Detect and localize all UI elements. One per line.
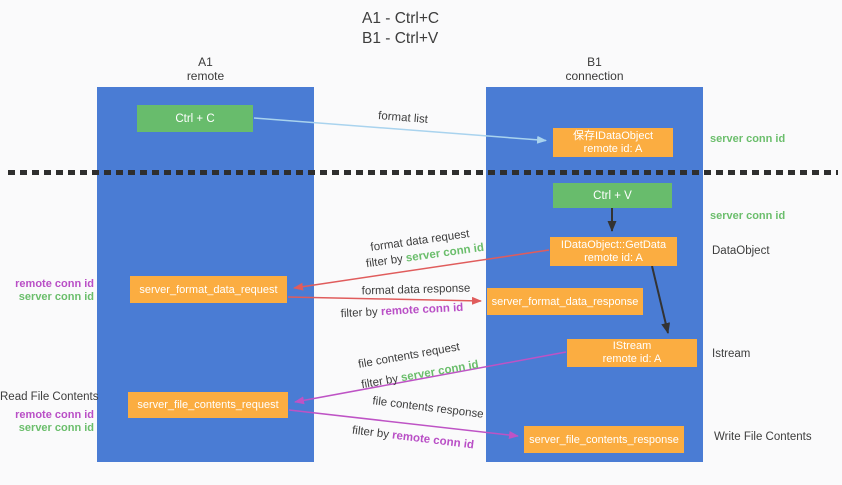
lane-b1-name: B1 [587,55,602,69]
filter-by-text-4: filter by [351,424,393,442]
annotation-server-conn-id-left-2: server conn id [18,422,94,434]
node-server-format-data-request-label: server_format_data_request [139,283,278,296]
annotation-remote-conn-id-left-1: remote conn id [15,278,94,290]
title-line-2: B1 - Ctrl+V [362,30,439,47]
lane-a1-name: A1 [198,55,213,69]
annotation-dataobject: DataObject [712,245,770,257]
node-server-file-contents-response-label: server_file_contents_response [529,433,679,446]
remote-conn-id-key-2: remote conn id [391,429,475,452]
node-save-idataobject-line2: remote id: A [583,142,643,155]
node-istream-line1: IStream [612,340,652,352]
annotation-remote-conn-id-left-2: remote conn id [15,409,94,421]
title-line-1: A1 - Ctrl+C [362,10,440,27]
node-istream: IStream remote id: A [567,339,697,367]
server-conn-id-key-2: server conn id [400,358,480,385]
node-server-file-contents-response: server_file_contents_response [524,426,684,453]
annotation-server-conn-id-left-1: server conn id [18,291,94,303]
node-server-format-data-response: server_format_data_response [487,288,643,315]
annotation-server-conn-id-right-1: server conn id [710,133,786,145]
annotation-server-conn-id-right-2: server conn id [710,210,786,222]
node-save-idataobject-text: 保存IDataObject remote id: A [573,130,653,156]
node-ctrl-v: Ctrl + V [553,183,672,208]
node-idataobject-getdata: IDataObject::GetData remote id: A [550,237,677,266]
diagram-title: A1 - Ctrl+C B1 - Ctrl+V [362,9,439,49]
arrow-format-data-response [287,296,482,305]
remote-conn-id-key-1: remote conn id [380,301,464,319]
node-server-file-contents-request-label: server_file_contents_request [137,399,279,411]
filter-by-text-1: filter by [365,252,407,271]
node-server-format-data-request: server_format_data_request [130,276,287,303]
node-server-format-data-response-label: server_format_data_response [491,295,639,308]
node-istream-text: IStream remote id: A [603,340,662,366]
node-save-idataobject-line1: 保存IDataObject [572,129,654,142]
node-server-file-contents-request: server_file_contents_request [128,392,288,418]
label-filter-format-response: filter by remote conn id [340,302,463,320]
annotation-istream: Istream [712,348,751,360]
label-format-data-response: format data response [361,282,471,298]
label-filter-file-response: filter by remote conn id [351,425,474,452]
node-ctrl-c-label: Ctrl + C [175,112,215,125]
filter-by-text-3: filter by [360,372,403,392]
annotation-write-file-contents: Write File Contents [714,431,812,443]
lane-b1-subtitle: connection [565,69,624,83]
node-save-idataobject: 保存IDataObject remote id: A [553,128,673,157]
label-file-contents-response: file contents response [371,395,485,421]
lane-b1-header: B1 connection [486,55,703,83]
node-istream-line2: remote id: A [602,353,662,365]
node-ctrl-c: Ctrl + C [137,105,253,132]
lane-a1-subtitle: remote [186,69,225,83]
node-idataobject-getdata-line1: IDataObject::GetData [560,238,667,251]
annotation-read-file-contents: Read File Contents [0,391,99,403]
node-idataobject-getdata-text: IDataObject::GetData remote id: A [561,239,666,265]
label-format-list: format list [377,110,429,126]
node-idataobject-getdata-line2: remote id: A [584,251,643,264]
lane-a1-header: A1 remote [97,55,314,83]
filter-by-text-2: filter by [340,306,382,321]
node-ctrl-v-label: Ctrl + V [593,189,632,202]
